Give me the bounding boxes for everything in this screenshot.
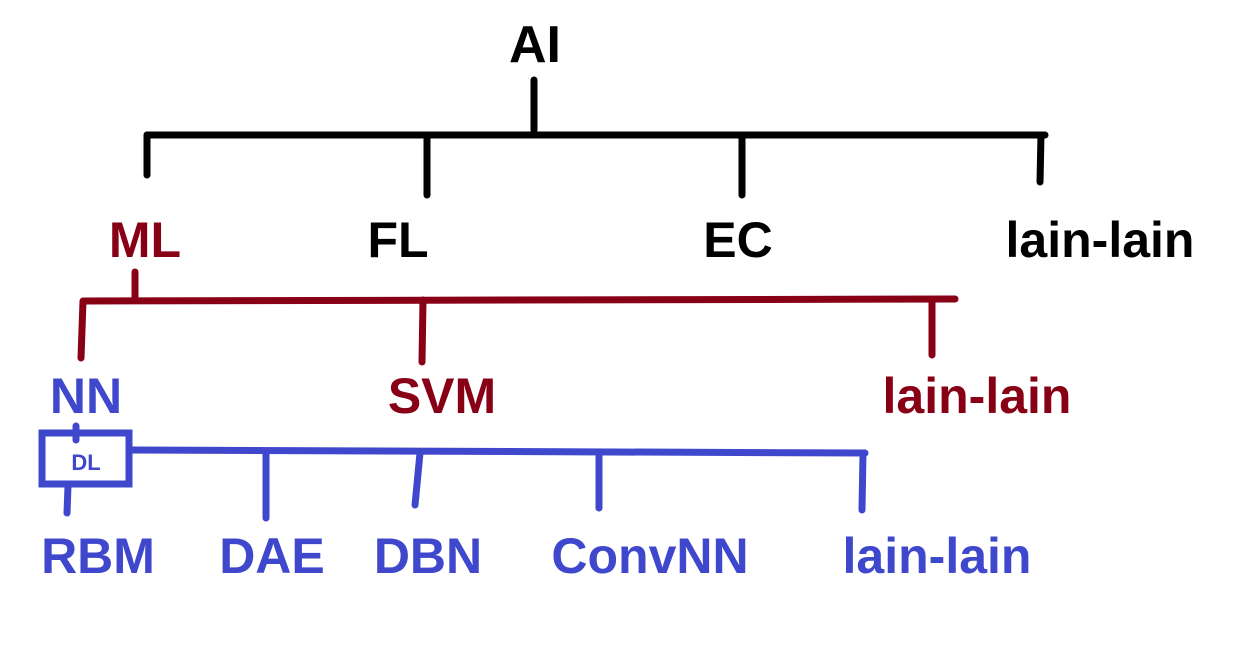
node-dl-other: lain-lain bbox=[843, 528, 1032, 584]
node-ec: EC bbox=[703, 212, 772, 268]
node-dae: DAE bbox=[219, 528, 325, 584]
node-ai: AI bbox=[509, 16, 561, 74]
dl-box bbox=[38, 429, 133, 488]
node-fl: FL bbox=[367, 212, 428, 268]
ai-connectors bbox=[143, 76, 1049, 199]
ml-connectors bbox=[77, 268, 959, 366]
node-convnn: ConvNN bbox=[551, 528, 748, 584]
node-dbn: DBN bbox=[374, 528, 482, 584]
node-ai-other: lain-lain bbox=[1006, 212, 1195, 268]
node-ml-other: lain-lain bbox=[883, 368, 1072, 424]
dl-connectors bbox=[38, 422, 869, 522]
node-dl: DL bbox=[71, 450, 100, 475]
node-nn: NN bbox=[50, 368, 122, 424]
node-ml: ML bbox=[109, 212, 181, 268]
node-rbm: RBM bbox=[41, 528, 155, 584]
node-svm: SVM bbox=[388, 368, 496, 424]
